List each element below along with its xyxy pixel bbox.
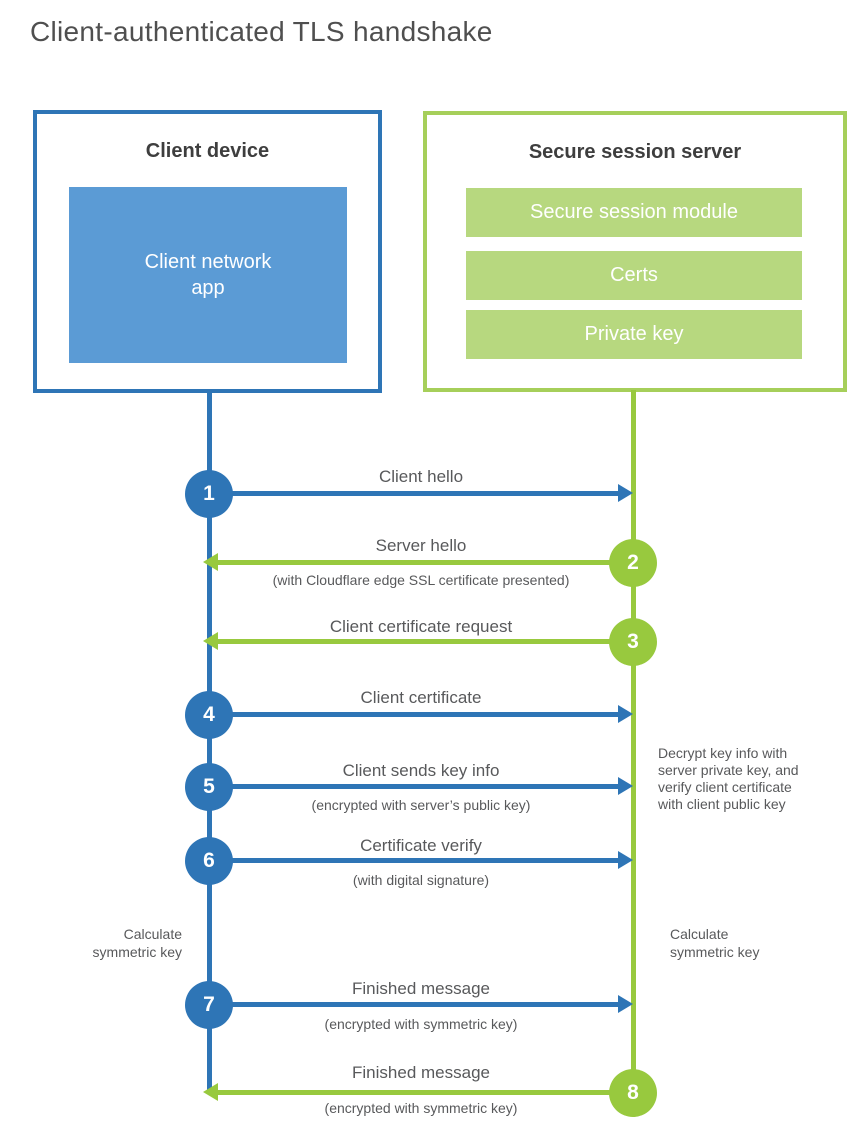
step-7-circle: 7 bbox=[185, 981, 233, 1029]
server-box-title: Secure session server bbox=[528, 141, 742, 163]
step-7-arrow-right bbox=[209, 995, 633, 1013]
step-8-sublabel: (encrypted with symmetric key) bbox=[324, 1100, 518, 1116]
step-2-circle: 2 bbox=[609, 539, 657, 587]
step-4-arrow-right bbox=[209, 705, 633, 723]
calc-symmetric-key-left: Calculate symmetric key bbox=[92, 926, 182, 960]
step-8-arrow-left bbox=[203, 1083, 633, 1101]
step-2-arrow-left bbox=[203, 553, 633, 571]
page-title: Client-authenticated TLS handshake bbox=[30, 16, 493, 47]
server-module-bar-secure-session: Secure session module bbox=[466, 188, 802, 237]
server-module-bar-certs: Certs bbox=[466, 251, 802, 300]
step-2-label: Server hello bbox=[375, 536, 467, 555]
step-5-label: Client sends key info bbox=[342, 761, 500, 780]
step-1-circle: 1 bbox=[185, 470, 233, 518]
calc-symmetric-key-right: Calculate symmetric key bbox=[670, 926, 760, 960]
step-6-arrow-right bbox=[209, 851, 633, 869]
step-5-arrow-right bbox=[209, 777, 633, 795]
step-1-label: Client hello bbox=[378, 467, 464, 486]
step-4-label: Client certificate bbox=[360, 688, 482, 707]
step-4-circle: 4 bbox=[185, 691, 233, 739]
step-7-label: Finished message bbox=[352, 979, 490, 998]
step-6-label: Certificate verify bbox=[360, 836, 482, 855]
step-8-label: Finished message bbox=[352, 1063, 490, 1082]
decrypt-note: Decrypt key info with server private key… bbox=[658, 745, 799, 812]
server-lifeline bbox=[631, 390, 636, 1093]
client-lifeline bbox=[207, 391, 212, 1091]
server-module-bar-private-key: Private key bbox=[466, 310, 802, 359]
secure-session-server-box: Secure session server Secure session mod… bbox=[423, 111, 847, 392]
client-network-app-rect: Client network app bbox=[69, 187, 347, 363]
step-2-sublabel: (with Cloudflare edge SSL certificate pr… bbox=[272, 572, 570, 588]
step-5-sublabel: (encrypted with server’s public key) bbox=[311, 797, 531, 813]
step-3-label: Client certificate request bbox=[329, 617, 513, 636]
step-1-arrow-right bbox=[209, 484, 633, 502]
step-5-circle: 5 bbox=[185, 763, 233, 811]
step-7-sublabel: (encrypted with symmetric key) bbox=[324, 1016, 518, 1032]
step-3-circle: 3 bbox=[609, 618, 657, 666]
client-device-title: Client device bbox=[145, 140, 270, 162]
step-3-arrow-left bbox=[203, 632, 633, 650]
step-6-sublabel: (with digital signature) bbox=[352, 872, 490, 888]
step-6-circle: 6 bbox=[185, 837, 233, 885]
client-device-box: Client device Client network app bbox=[33, 110, 382, 393]
step-8-circle: 8 bbox=[609, 1069, 657, 1117]
